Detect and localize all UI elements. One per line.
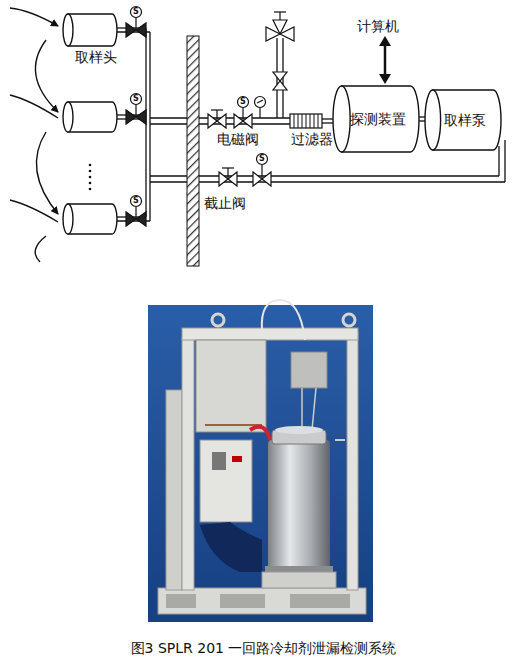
pipe-connector [419,117,425,121]
solenoid-mark: S [133,197,139,205]
pipe-connector [322,119,333,123]
node-label: 取样头 [75,49,117,66]
node-label: 取样泵 [444,112,486,129]
cylinder-unit: 取样泵 [425,90,501,150]
solenoid-mark: S [133,8,139,16]
valve-label: 电磁阀 [217,131,259,148]
component-label: 计算机 [357,18,399,35]
cylinder-unit: 探测装置 [333,86,419,152]
node-outline [63,14,117,46]
solenoid-mark: S [240,98,246,106]
cylinder-unit: 取样头 [63,14,117,46]
filter-symbol: 过滤器 [290,114,322,128]
solenoid-mark: S [259,155,265,163]
node-label: 探测装置 [350,111,406,128]
node-outline [290,114,322,128]
valve-label: 截止阀 [204,195,246,212]
solenoid-mark: S [133,95,139,103]
figure-caption: 图3 SPLR 201 一回路冷却剂泄漏检测系统 [131,640,397,657]
node-label: 过滤器 [291,131,333,148]
